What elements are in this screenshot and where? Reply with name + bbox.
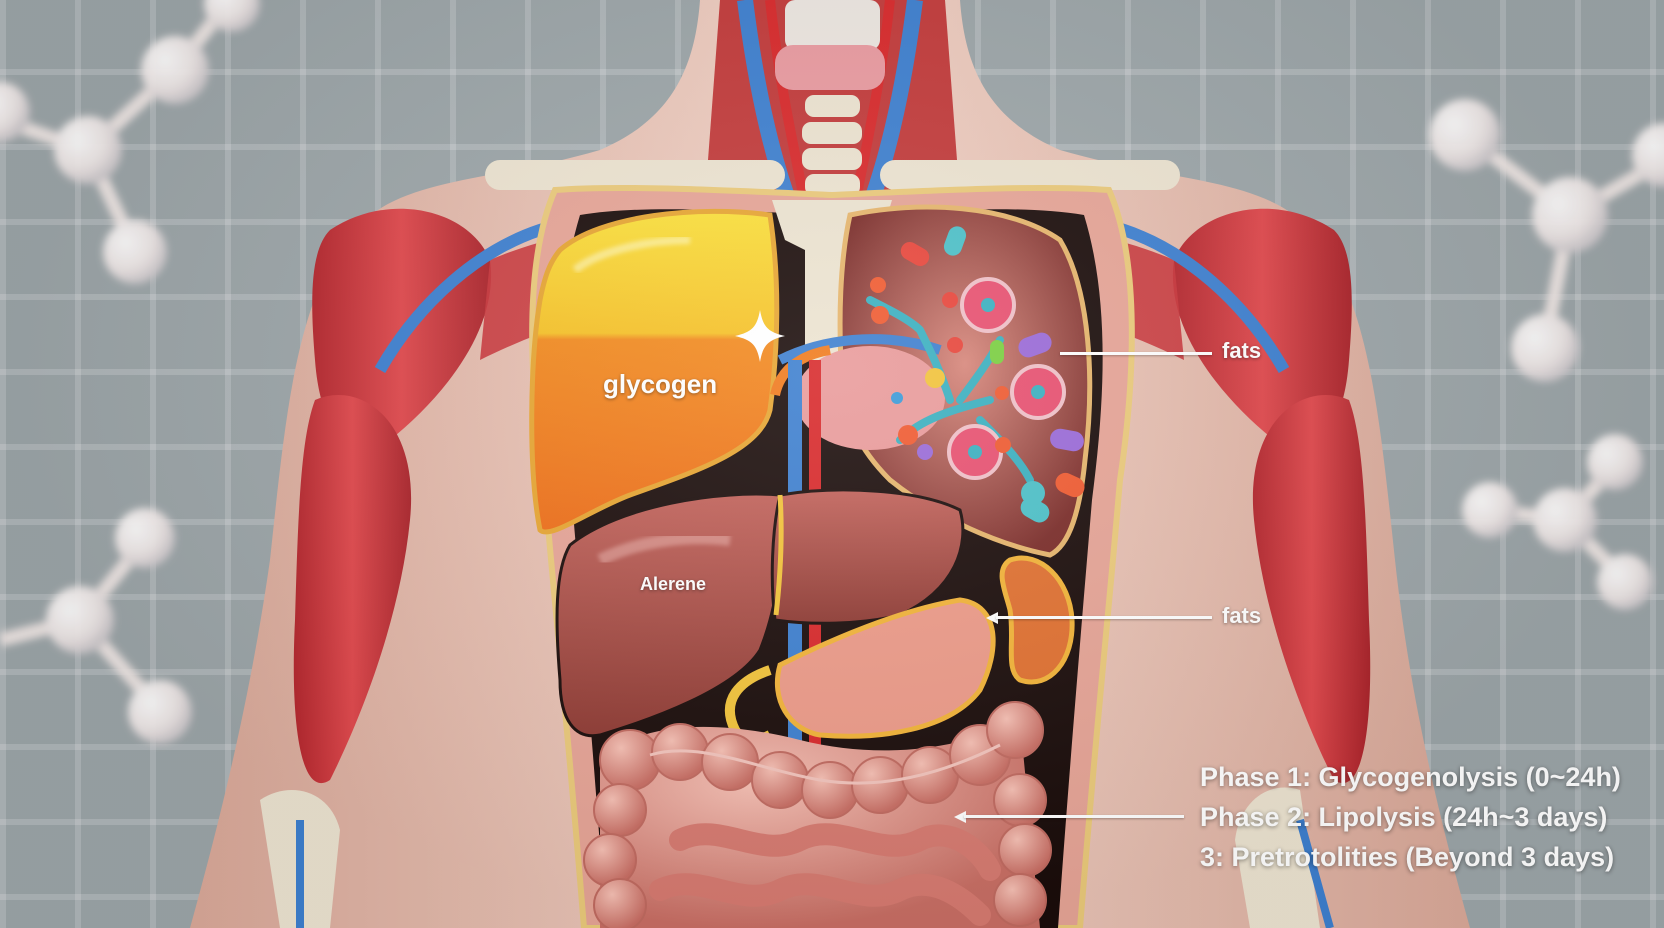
molecule-model-left-top [0,0,260,284]
glycogen-label: glycogen [603,369,718,399]
right-clavicle [880,160,1180,190]
fat-molecule-cluster [866,226,1085,523]
cervical-spine [802,95,862,196]
molecule-model-left-bottom [0,508,192,744]
fats-top-leader-line [1060,352,1212,355]
spleen-organ [999,555,1075,685]
pancreas [774,597,996,739]
fasting-phases-legend: Phase 1: Glycogenolysis (0~24h) Phase 2:… [1200,757,1621,877]
trachea [785,0,880,50]
right-jugular-vein [862,0,923,208]
intestine-arrow-icon [954,811,966,823]
phase-3-text: 3: Pretrotolities (Beyond 3 days) [1200,842,1615,872]
phase-1-text: Phase 1: Glycogenolysis (0~24h) [1200,762,1621,792]
fats-top-label: fats [1222,338,1262,363]
fats-middle-arrow-icon [986,612,998,624]
phase-leader-line [964,815,1184,818]
fats-middle-leader-line [996,616,1212,619]
thyroid [775,45,885,90]
molecule-model-right-top [1429,99,1664,382]
left-arm-muscle [293,395,412,784]
left-carotid-artery [765,0,810,206]
sparkle-icon [735,310,785,362]
stomach [795,346,945,450]
molecule-model-right-bottom [1462,434,1653,610]
phase-2-text: Phase 2: Lipolysis (24h~3 days) [1200,802,1608,832]
fats-middle-label: fats [1222,603,1262,628]
left-jugular-vein [737,0,798,208]
right-arm-muscle [1252,395,1371,784]
liver-label: Alerene [640,574,707,594]
intestines [583,701,1052,928]
glycogen-organ [529,208,780,535]
left-clavicle [485,160,785,190]
